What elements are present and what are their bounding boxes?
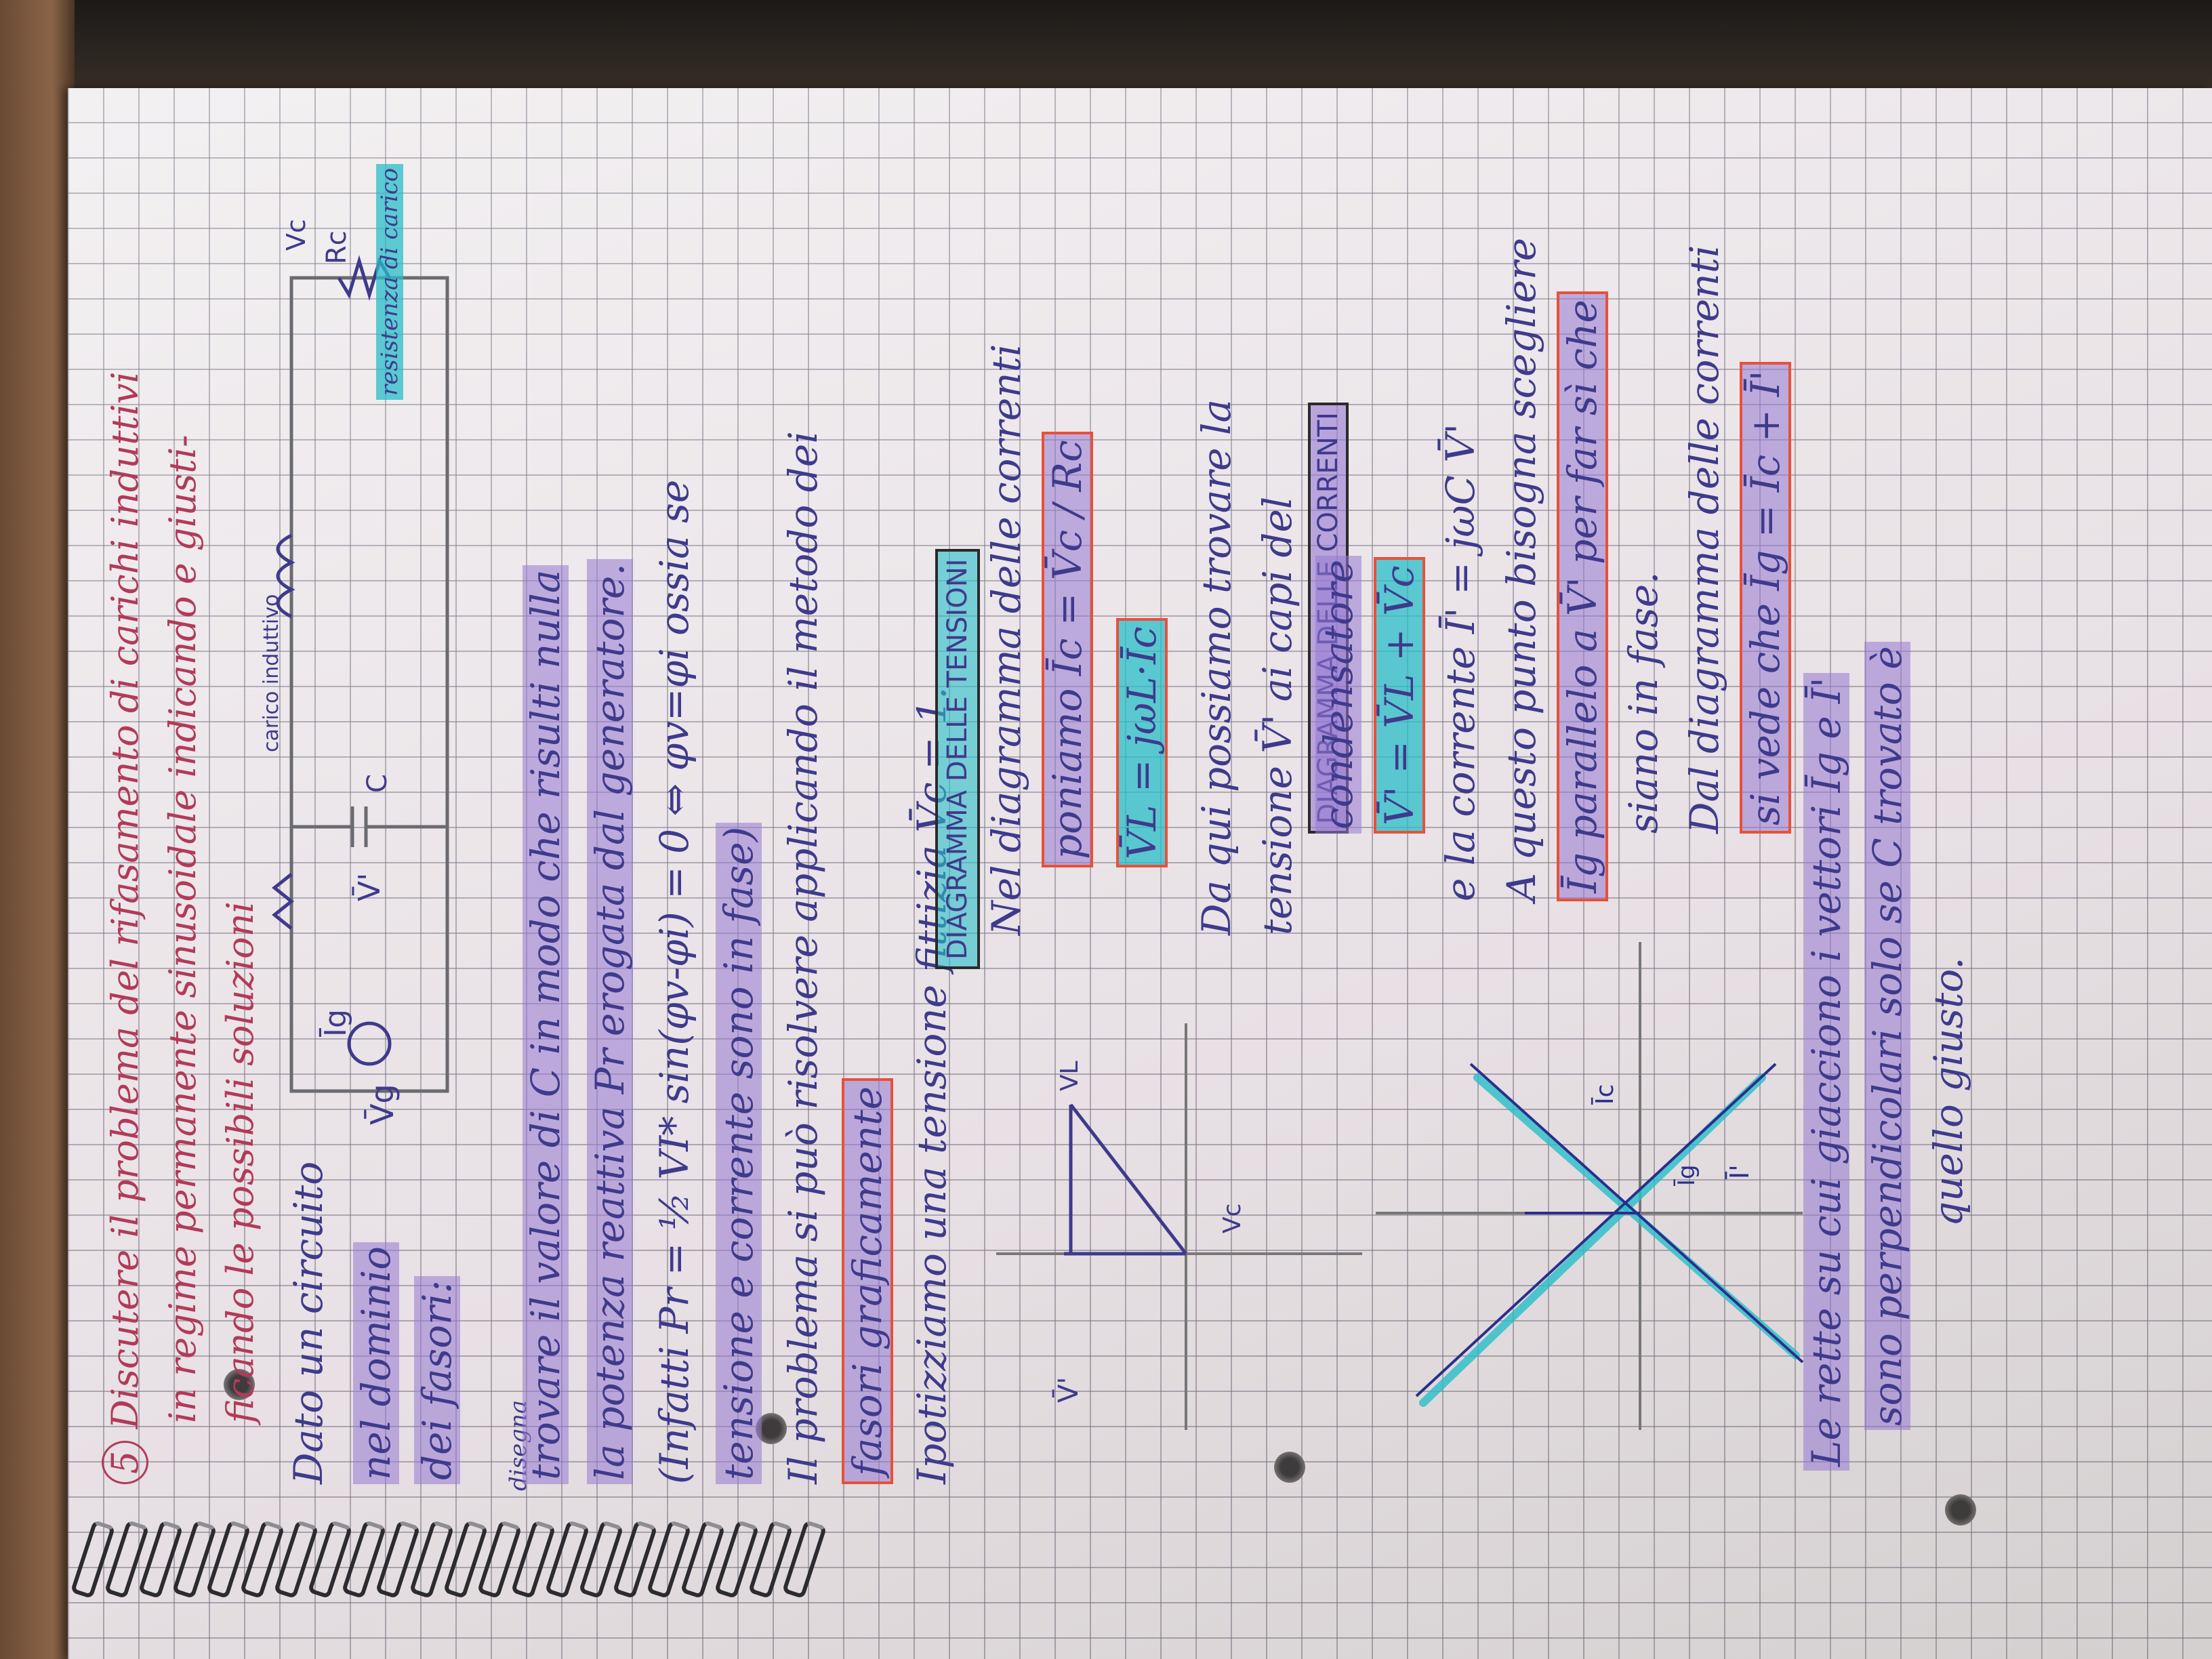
voltage-diagram-label: DIAGRAMMA DELLE TENSIONI [935,549,980,969]
desk-background [0,0,2212,102]
body-line-6: fasori graficamente [842,1078,893,1484]
rc-line-7: V̄' = V̄L + V̄c [1374,557,1425,834]
v-prime-label: V̄' [351,873,387,901]
problem-number: 5 [102,1440,148,1484]
body-line-2: la potenza reattiva Pr erogata dal gener… [586,559,634,1484]
problem-title-1: 5 Discutere il problema del rifasamento … [102,371,149,1484]
circuit-intro-3: dei fasori: [413,1276,461,1484]
current-diagram: Ī' Īc Īg [1376,942,1804,1430]
vg-label: V̄g [364,1084,401,1125]
vl-vector-label: VL [1056,1061,1084,1091]
v-prime-vector-label: V̄' [1052,1377,1084,1403]
vc-label: Vc [281,219,311,251]
rc-line-2: poniamo Īc = V̄c / Rc [1042,432,1093,867]
punch-hole [1274,1452,1305,1483]
rc-line-14: Le rette su cui giacciono i vettori Īg e… [1803,673,1850,1471]
rc-line-16: quello giusto. [1925,957,1971,1227]
rc-line-1: Nel diagramma delle correnti [983,344,1029,935]
rc-line-13: si vede che Īg = Īc + Ī' [1740,362,1791,834]
rc-line-6: condensatore [1315,555,1362,834]
rc-line-9: A questo punto bisogna scegliere [1498,237,1544,901]
punch-hole [1945,1494,1976,1525]
body-line-5: Il problema si può risolvere applicando … [780,431,826,1484]
vc-vector-label: Vc [1218,1204,1246,1233]
body-line-4: tensione e corrente sono in fase) [715,822,762,1484]
problem-title-line: Discutere il problema del rifasamento di… [104,371,146,1429]
circuit-intro-2: nel dominio [352,1242,400,1484]
rc-line-5: tensione V̄' ai capi del [1254,496,1300,935]
problem-title-2: in regime permanente sinusoidale indican… [161,434,204,1423]
punch-hole [224,1369,255,1400]
rc-line-12: Dal diagramma delle correnti [1681,245,1727,834]
ic-vector-label: Īc [1591,1084,1619,1105]
ig-vector-label: Īg [1673,1164,1700,1186]
inductor-note: carico induttivo [260,594,283,752]
ig-label: Īg [318,1009,353,1037]
rc-line-10: Īg parallelo a V̄' per far sì che [1557,291,1608,901]
table-edge [0,0,75,1659]
body-line-1: trovare il valore di C in modo che risul… [522,565,569,1484]
rc-line-15: sono perpendicolari solo se C trovato è [1864,642,1911,1430]
capacitor-label: C [362,774,393,793]
spiral-binding [68,1519,2212,1599]
notes-content: 5 Discutere il problema del rifasamento … [81,47,2128,1511]
rc-line-3: V̄L = jωL·Īc [1116,618,1168,867]
circuit-intro: Dato un circuito [285,1161,331,1484]
voltage-diagram: V̄' VL Vc [996,1023,1362,1430]
rc-line-11: siano in fase. [1620,571,1666,834]
body-line-3: (Infatti Pr = ½ VI* sin(φv-φi) = 0 ⇔ φv=… [651,479,697,1484]
circuit-diagram: Īg V̄g V̄' C carico induttivo Rc Vc [260,219,449,1125]
rc-label: Rc [321,230,352,264]
resistance-note: resistenza di carico [366,163,413,400]
rc-line-4: Da qui possiamo trovare la [1193,399,1240,935]
i-prime-vector-label: Ī' [1725,1164,1755,1179]
rc-line-8: e la corrente Ī' = jωC V̄' [1437,423,1483,901]
